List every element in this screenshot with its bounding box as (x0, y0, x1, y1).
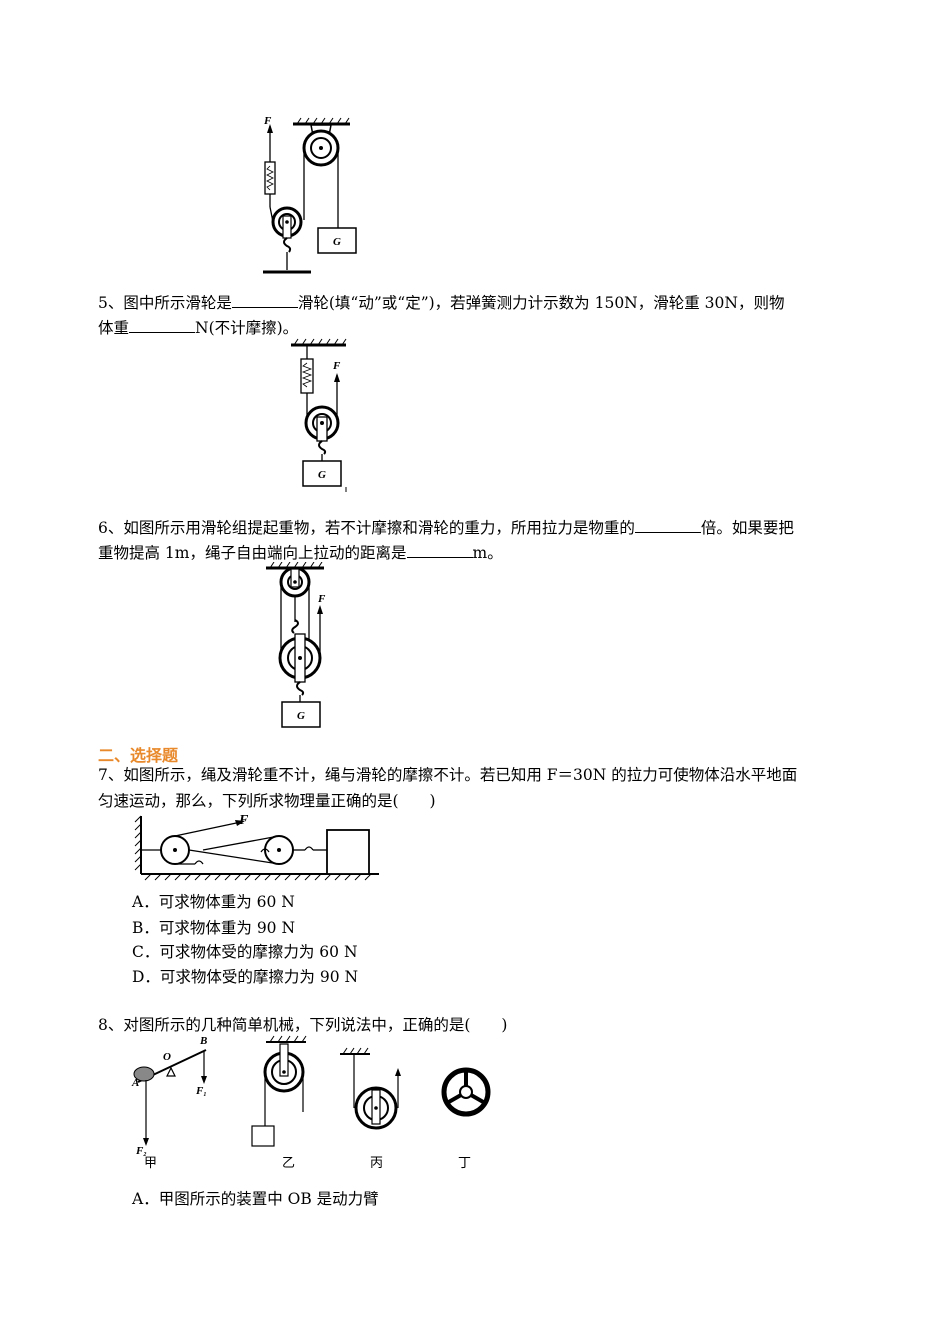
q7-option-c[interactable]: C．可求物体受的摩擦力为 60 N (132, 943, 358, 961)
question-7-line-2: 匀速运动，那么，下列所求物理量正确的是( ) (98, 792, 436, 810)
q7-option-b[interactable]: B．可求物体重为 90 N (132, 919, 296, 937)
q5-blank-2[interactable] (129, 314, 196, 333)
q8-option-a[interactable]: A．甲图所示的装置中 OB 是动力臂 (132, 1190, 379, 1208)
figure-label-F: F (263, 115, 272, 127)
lever-label-F2: F2 (135, 1145, 146, 1158)
simple-machines-figure: B A O F1 F2 甲 (128, 1034, 508, 1174)
lever-label-B: B (199, 1035, 207, 1047)
lever-label-F1: F1 (195, 1085, 206, 1098)
question-5-line-2: 体重 N(不计摩擦)。 (98, 314, 298, 341)
q5-text-4: N(不计摩擦)。 (195, 319, 299, 337)
pulley-block-figure: F G (262, 562, 342, 730)
question-8-line-1: 8、对图所示的几种简单机械，下列说法中，正确的是( ) (98, 1016, 508, 1034)
q5-blank-1[interactable] (231, 289, 298, 308)
fixed-pulley-figure: G F (255, 112, 365, 282)
q5-text-2: 滑轮(填“动”或“定”)，若弹簧测力计示数为 150N，滑轮重 30N，则物 (297, 294, 785, 312)
lever-label-O: O (163, 1051, 171, 1063)
figure-label-G: G (333, 236, 341, 248)
q6-text-1: 6、如图所示用滑轮组提起重物，若不计摩擦和滑轮的重力，所用拉力是物重的 (98, 519, 635, 537)
fig-label-ding: 丁 (458, 1156, 471, 1171)
figure4-label-F: F (238, 813, 249, 828)
fig-label-yi: 乙 (282, 1156, 295, 1171)
figure3-label-F: F (317, 593, 326, 605)
q7-option-a[interactable]: A．可求物体重为 60 N (132, 893, 295, 911)
q5-text-1: 5、图中所示滑轮是 (98, 294, 232, 312)
section-title: 二、选择题 (98, 746, 179, 765)
lever-label-A: A (131, 1077, 139, 1089)
figure3-label-G: G (297, 710, 305, 722)
question-6-line-2: 重物提高 1m，绳子自由端向上拉动的距离是 m。 (98, 539, 503, 566)
figure2-label-F: F (332, 360, 341, 372)
figure2-label-G: G (318, 469, 326, 481)
question-5-line-1: 5、图中所示滑轮是 滑轮(填“动”或“定”)，若弹簧测力计示数为 150N，滑轮重… (98, 289, 784, 316)
q5-text-3: 体重 (98, 319, 130, 337)
q6-blank-2[interactable] (406, 539, 473, 558)
horizontal-pulley-figure: F (133, 812, 383, 884)
q6-text-4: m。 (472, 544, 503, 562)
movable-pulley-figure: F G (288, 337, 358, 495)
question-6-line-1: 6、如图所示用滑轮组提起重物，若不计摩擦和滑轮的重力，所用拉力是物重的 倍。如果要… (98, 514, 794, 541)
q6-text-2: 倍。如果要把 (700, 519, 794, 537)
fig-label-bing: 丙 (370, 1156, 383, 1171)
q6-blank-1[interactable] (634, 514, 701, 533)
question-7-line-1: 7、如图所示，绳及滑轮重不计，绳与滑轮的摩擦不计。若已知用 F＝30N 的拉力可… (98, 766, 798, 784)
fig-label-jia: 甲 (144, 1156, 157, 1171)
q7-option-d[interactable]: D．可求物体受的摩擦力为 90 N (132, 968, 359, 986)
q6-text-3: 重物提高 1m，绳子自由端向上拉动的距离是 (98, 544, 407, 562)
